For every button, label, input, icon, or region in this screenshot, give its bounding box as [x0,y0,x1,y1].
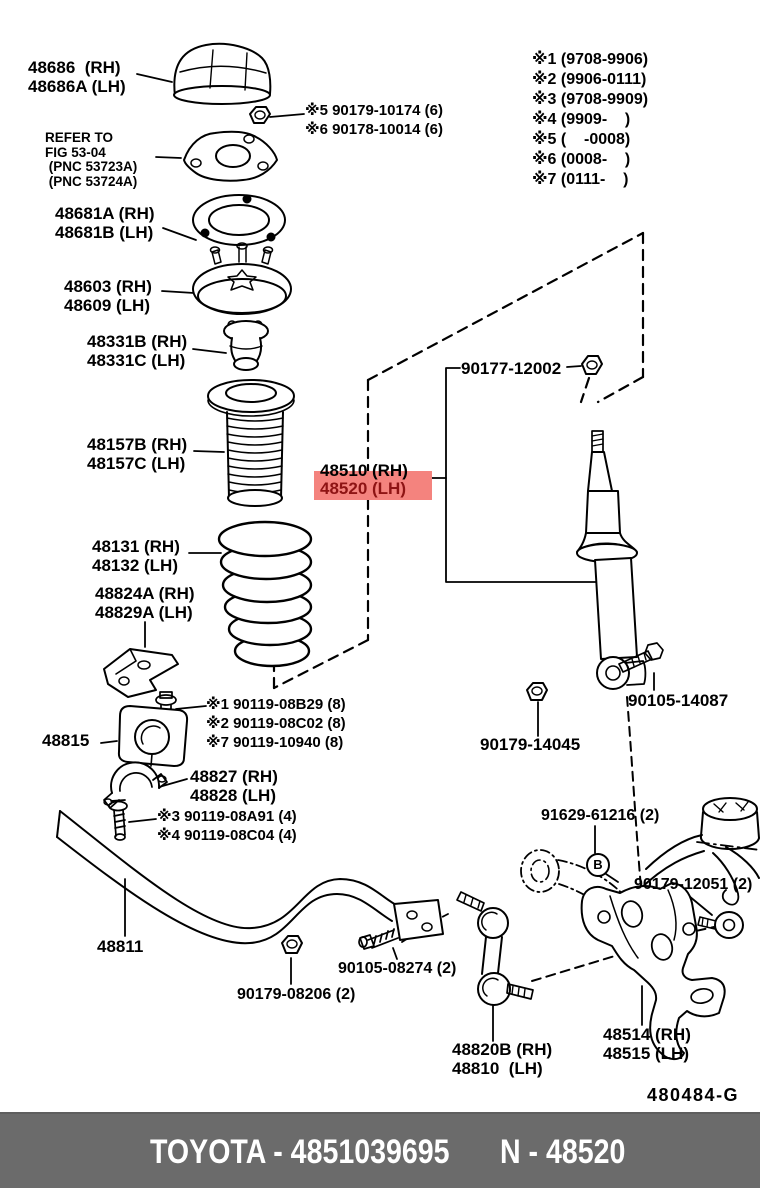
callout-clamp-bolts: ※3 90119-08A91 (4) ※4 90119-08C04 (4) [157,808,297,844]
shock-absorber-drawing [576,430,647,690]
b-callout-circle [586,853,610,877]
callout-absorber-lh: 48520 (LH) [320,479,406,498]
legend-line: ※5 ( -0008) [532,131,631,148]
spring-seat-drawing [192,194,286,246]
link-bolt-drawing [358,928,399,950]
callout-suspension-support: 48603 (RH) 48609 (LH) [64,277,152,315]
legend-line: ※2 (9906-0111) [532,71,647,88]
callout-spring-bumper: 48331B (RH) 48331C (LH) [87,332,188,370]
legend-line: ※3 (9708-9909) [532,91,649,108]
callout-bar-bracket: 48824A (RH) 48829A (LH) [95,584,195,622]
callout-absorber-rh: 48510 (RH) [320,461,408,480]
clamp-bolt-drawing [108,799,128,841]
callout-piston-nut: 90177-12002 [461,359,562,378]
highlight-box [314,471,432,500]
knuckle-stud-drawing [697,911,744,939]
callout-dust-boot: 48157B (RH) 48157C (LH) [87,435,188,473]
stabilizer-bar-drawing [56,810,444,945]
upper-nut-drawing [249,106,271,124]
spring-bumper-drawing [223,320,269,371]
callout-refer-note: REFER TO FIG 53-04 (PNC 53723A) (PNC 537… [45,130,138,189]
suspension-support-drawing [192,242,292,315]
callout-knuckle-stud: 90179-12051 (2) [634,876,753,893]
bar-bushing-drawing [117,705,189,767]
callout-link-nut: 90179-08206 (2) [237,986,356,1003]
absorber-nut-drawing [526,682,548,701]
knuckle-drawing [580,882,726,1061]
absorber-bolt-drawing [618,642,664,673]
bar-bracket-drawing [103,648,179,698]
legend-line: ※4 (9909- ) [532,111,631,128]
callout-upper-nuts: ※5 90179-10174 (6) ※6 90178-10014 (6) [305,102,444,138]
callout-spring-seat: 48681A (RH) 48681B (LH) [55,204,155,242]
piston-nut-drawing [581,355,603,375]
legend-line: ※1 (9708-9906) [532,51,649,68]
footer-banner: TOYOTA - 4851039695 N - 48520 [0,1112,760,1188]
coil-spring-drawing [217,520,313,668]
callout-b-mark: B [593,857,603,872]
callout-absorber-nut: 90179-14045 [480,735,581,754]
bar-clamp-drawing [103,761,168,809]
callout-absorber-bolt: 90105-14087 [628,691,729,710]
callout-support-cap: 48686 (RH) 48686A (LH) [28,58,126,96]
callout-bar-clamp: 48827 (RH) 48828 (LH) [190,767,278,805]
callout-stabilizer-bar: 48811 [97,937,144,956]
stabilizer-link-drawing [456,891,534,1006]
link-nut-drawing [281,935,303,954]
callout-arm-bolts: 91629-61216 (2) [541,807,660,824]
callout-knuckle: 48514 (RH) 48515 (LH) [603,1025,691,1063]
callout-coil-spring: 48131 (RH) 48132 (LH) [92,537,180,575]
dust-boot-drawing [207,379,295,507]
callout-bar-bushing: 48815 [42,731,90,750]
legend-line: ※7 (0111- ) [532,171,629,188]
figure-code: 480484-G [647,1085,740,1105]
legend-line: ※6 (0008- ) [532,151,631,168]
diagram-line-art [56,42,760,1061]
callout-bracket-bolts: ※1 90119-08B29 (8) ※2 90119-08C02 (8) ※7… [206,696,346,751]
callout-link-bolt: 90105-08274 (2) [338,960,457,977]
leader-lines [100,73,713,1042]
bracket-plate-drawing [183,130,278,182]
assembly-dashed-outline [272,231,645,690]
footer-catalog-number: N - 48520 [500,1133,626,1171]
support-cap-drawing [173,42,272,105]
callout-stabilizer-link: 48820B (RH) 48810 (LH) [452,1040,553,1078]
footer-part-number: TOYOTA - 4851039695 [150,1133,450,1171]
upper-arm-bushing-drawing [638,797,760,906]
